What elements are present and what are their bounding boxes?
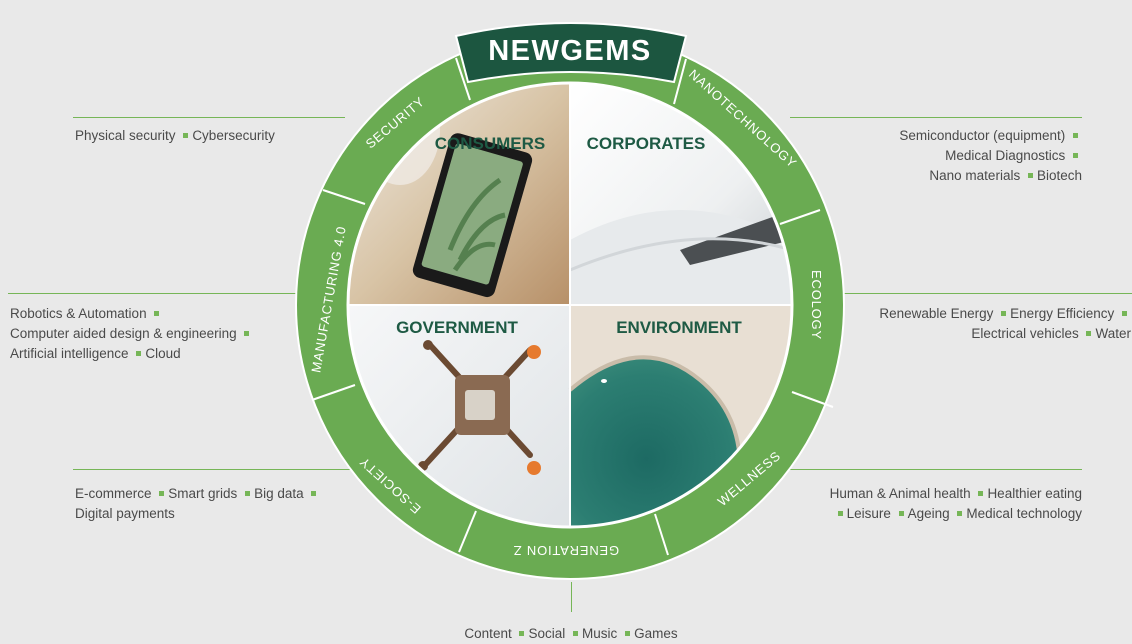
connector-line-security xyxy=(73,117,345,118)
note-item: Water xyxy=(1095,326,1131,341)
note-item: E-commerce xyxy=(75,486,152,501)
note-item: Medical technology xyxy=(966,506,1082,521)
note-item: Human & Animal health xyxy=(829,486,971,501)
bullet-separator xyxy=(1122,310,1127,316)
bullet-separator xyxy=(311,490,317,496)
connector-line-nanotechnology xyxy=(790,117,1082,118)
bullet-separator xyxy=(573,630,579,636)
bullet-separator xyxy=(519,630,525,636)
quadrant-corporates: CORPORATES xyxy=(587,134,706,153)
newgems-title: NEWGEMS xyxy=(488,35,652,67)
note-security: Physical security Cybersecurity xyxy=(75,126,335,146)
bullet-separator xyxy=(245,490,251,496)
note-item: Semiconductor (equipment) xyxy=(899,128,1066,143)
bullet-separator xyxy=(1086,330,1092,336)
bullet-separator xyxy=(1073,152,1078,158)
note-item: Healthier eating xyxy=(987,486,1082,501)
note-item: Nano materials xyxy=(929,168,1021,183)
connector-line-wellness xyxy=(790,469,1082,470)
note-ecology: Renewable Energy Energy Efficiency Elect… xyxy=(876,304,1131,344)
bullet-separator xyxy=(625,630,631,636)
bullet-separator xyxy=(898,510,904,516)
bullet-separator xyxy=(159,490,165,496)
connector-line-manufacturing xyxy=(8,293,308,294)
note-nanotechnology: Semiconductor (equipment) Medical Diagno… xyxy=(855,126,1082,186)
note-item: Games xyxy=(634,626,678,641)
bullet-separator xyxy=(1073,132,1078,138)
ring-label-generation-z: GENERATION Z xyxy=(513,543,619,558)
connector-line-ecology xyxy=(835,293,1132,294)
note-item: Big data xyxy=(254,486,304,501)
ring-label-ecology: ECOLOGY xyxy=(809,270,824,340)
connector-line-generation-z xyxy=(571,582,572,612)
bullet-separator xyxy=(136,350,142,356)
quadrant-environment: ENVIRONMENT xyxy=(616,318,742,337)
note-item: Artificial intelligence xyxy=(10,346,129,361)
note-item: Social xyxy=(528,626,566,641)
bullet-separator xyxy=(837,510,843,516)
quadrant-government: GOVERNMENT xyxy=(396,318,518,337)
bullet-separator xyxy=(957,510,963,516)
note-manufacturing: Robotics & Automation Computer aided des… xyxy=(10,304,285,364)
note-item: Biotech xyxy=(1036,168,1082,183)
newgems-banner xyxy=(454,22,688,84)
bullet-separator xyxy=(183,132,189,138)
note-e-society: E-commerce Smart grids Big data Digital … xyxy=(75,484,340,524)
note-item: Electrical vehicles xyxy=(971,326,1079,341)
bullet-separator xyxy=(1001,310,1007,316)
note-item: Cloud xyxy=(145,346,181,361)
note-wellness: Human & Animal health Healthier eating L… xyxy=(822,484,1082,524)
note-item: Energy Efficiency xyxy=(1010,306,1115,321)
note-item: Computer aided design & engineering xyxy=(10,326,237,341)
note-item: Cybersecurity xyxy=(192,128,275,143)
note-item: Physical security xyxy=(75,128,176,143)
note-item: Digital payments xyxy=(75,506,175,521)
quadrant-consumers: CONSUMERS xyxy=(435,134,546,153)
note-item: Renewable Energy xyxy=(879,306,994,321)
note-item: Robotics & Automation xyxy=(10,306,147,321)
note-item: Ageing xyxy=(907,506,950,521)
bullet-separator xyxy=(978,490,984,496)
note-item: Smart grids xyxy=(168,486,238,501)
bullet-separator xyxy=(244,330,250,336)
note-item: Music xyxy=(582,626,618,641)
connector-line-e-society xyxy=(73,469,358,470)
note-generation-z: Content Social Music Games xyxy=(411,624,731,644)
note-item: Medical Diagnostics xyxy=(945,148,1066,163)
note-item: Content xyxy=(464,626,512,641)
bullet-separator xyxy=(1027,172,1033,178)
bullet-separator xyxy=(154,310,160,316)
note-item: Leisure xyxy=(846,506,891,521)
